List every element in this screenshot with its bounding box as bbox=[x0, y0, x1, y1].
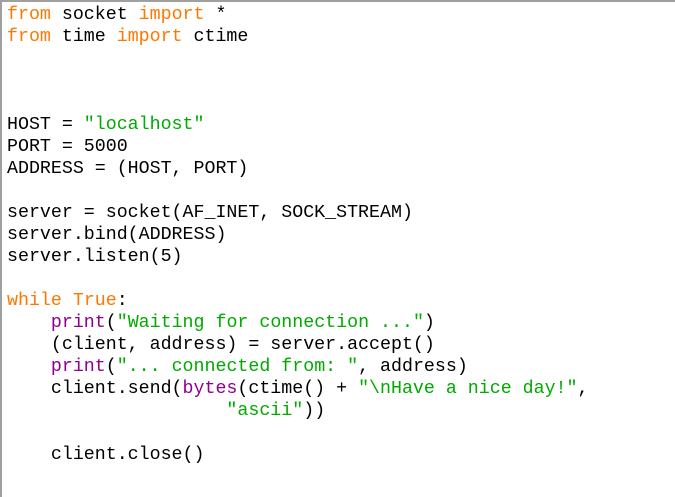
code-line: PORT = 5000 bbox=[7, 136, 588, 158]
editor-left-border bbox=[0, 0, 2, 497]
code-token: server.bind(ADDRESS) bbox=[7, 225, 227, 245]
code-line: print("Waiting for connection ...") bbox=[7, 312, 588, 334]
code-token: , address) bbox=[358, 357, 468, 377]
string-token: "ascii" bbox=[226, 401, 304, 421]
string-token: "Waiting for connection ..." bbox=[116, 313, 424, 333]
code-token: ADDRESS = (HOST, PORT) bbox=[7, 159, 249, 179]
code-token: server.listen(5) bbox=[7, 247, 183, 267]
code-line: client.close() bbox=[7, 444, 588, 466]
code-token: client.close() bbox=[7, 445, 205, 465]
code-line: "ascii")) bbox=[7, 400, 588, 422]
code-line: server.listen(5) bbox=[7, 246, 588, 268]
code-token: PORT = 5000 bbox=[7, 137, 128, 157]
code-token bbox=[7, 313, 51, 333]
code-line: client.send(bytes(ctime() + "\nHave a ni… bbox=[7, 378, 589, 400]
builtin-token: print bbox=[50, 357, 106, 377]
editor-top-border bbox=[0, 0, 675, 2]
builtin-token: print bbox=[50, 313, 106, 333]
code-line: while True: bbox=[7, 290, 588, 312]
code-token: ctime bbox=[182, 27, 249, 47]
code-line bbox=[7, 92, 588, 114]
code-token: )) bbox=[303, 401, 326, 421]
code-token bbox=[62, 291, 73, 311]
code-line: ADDRESS = (HOST, PORT) bbox=[7, 158, 588, 180]
code-token: : bbox=[116, 291, 128, 311]
code-line bbox=[7, 422, 588, 444]
code-line: (client, address) = server.accept() bbox=[7, 334, 588, 356]
code-line bbox=[7, 48, 588, 70]
code-token bbox=[7, 357, 51, 377]
code-text-area[interactable]: from socket import *from time import cti… bbox=[7, 4, 588, 466]
code-token: server = socket(AF_INET, SOCK_STREAM) bbox=[7, 203, 413, 223]
code-token: (ctime() + bbox=[237, 379, 359, 399]
code-token: time bbox=[50, 27, 117, 47]
code-token: client.send( bbox=[7, 379, 183, 399]
code-token: HOST = bbox=[7, 115, 84, 135]
builtin-token: bytes bbox=[182, 379, 238, 399]
code-line bbox=[7, 268, 588, 290]
code-line: from socket import * bbox=[7, 4, 588, 26]
keyword-token: while bbox=[7, 291, 62, 311]
code-token: socket bbox=[50, 5, 139, 25]
string-token: "... connected from: " bbox=[116, 357, 359, 377]
keyword-token: from bbox=[7, 27, 51, 47]
keyword-token: from bbox=[7, 5, 51, 25]
code-token bbox=[7, 401, 226, 421]
code-token: ( bbox=[105, 357, 117, 377]
string-token: "localhost" bbox=[83, 115, 205, 135]
code-line: server = socket(AF_INET, SOCK_STREAM) bbox=[7, 202, 588, 224]
string-token: "\nHave a nice day!" bbox=[358, 379, 578, 399]
code-token: ( bbox=[105, 313, 117, 333]
code-line bbox=[7, 70, 588, 92]
code-token: ) bbox=[423, 313, 435, 333]
keyword-token: True bbox=[72, 291, 117, 311]
code-line: from time import ctime bbox=[7, 26, 588, 48]
code-line: print("... connected from: ", address) bbox=[7, 356, 588, 378]
code-token: * bbox=[204, 5, 227, 25]
code-line: server.bind(ADDRESS) bbox=[7, 224, 588, 246]
code-line: HOST = "localhost" bbox=[7, 114, 588, 136]
code-line bbox=[7, 180, 588, 202]
code-token: (client, address) = server.accept() bbox=[7, 335, 435, 355]
keyword-token: import bbox=[138, 5, 205, 25]
code-token: , bbox=[577, 379, 589, 399]
keyword-token: import bbox=[116, 27, 183, 47]
